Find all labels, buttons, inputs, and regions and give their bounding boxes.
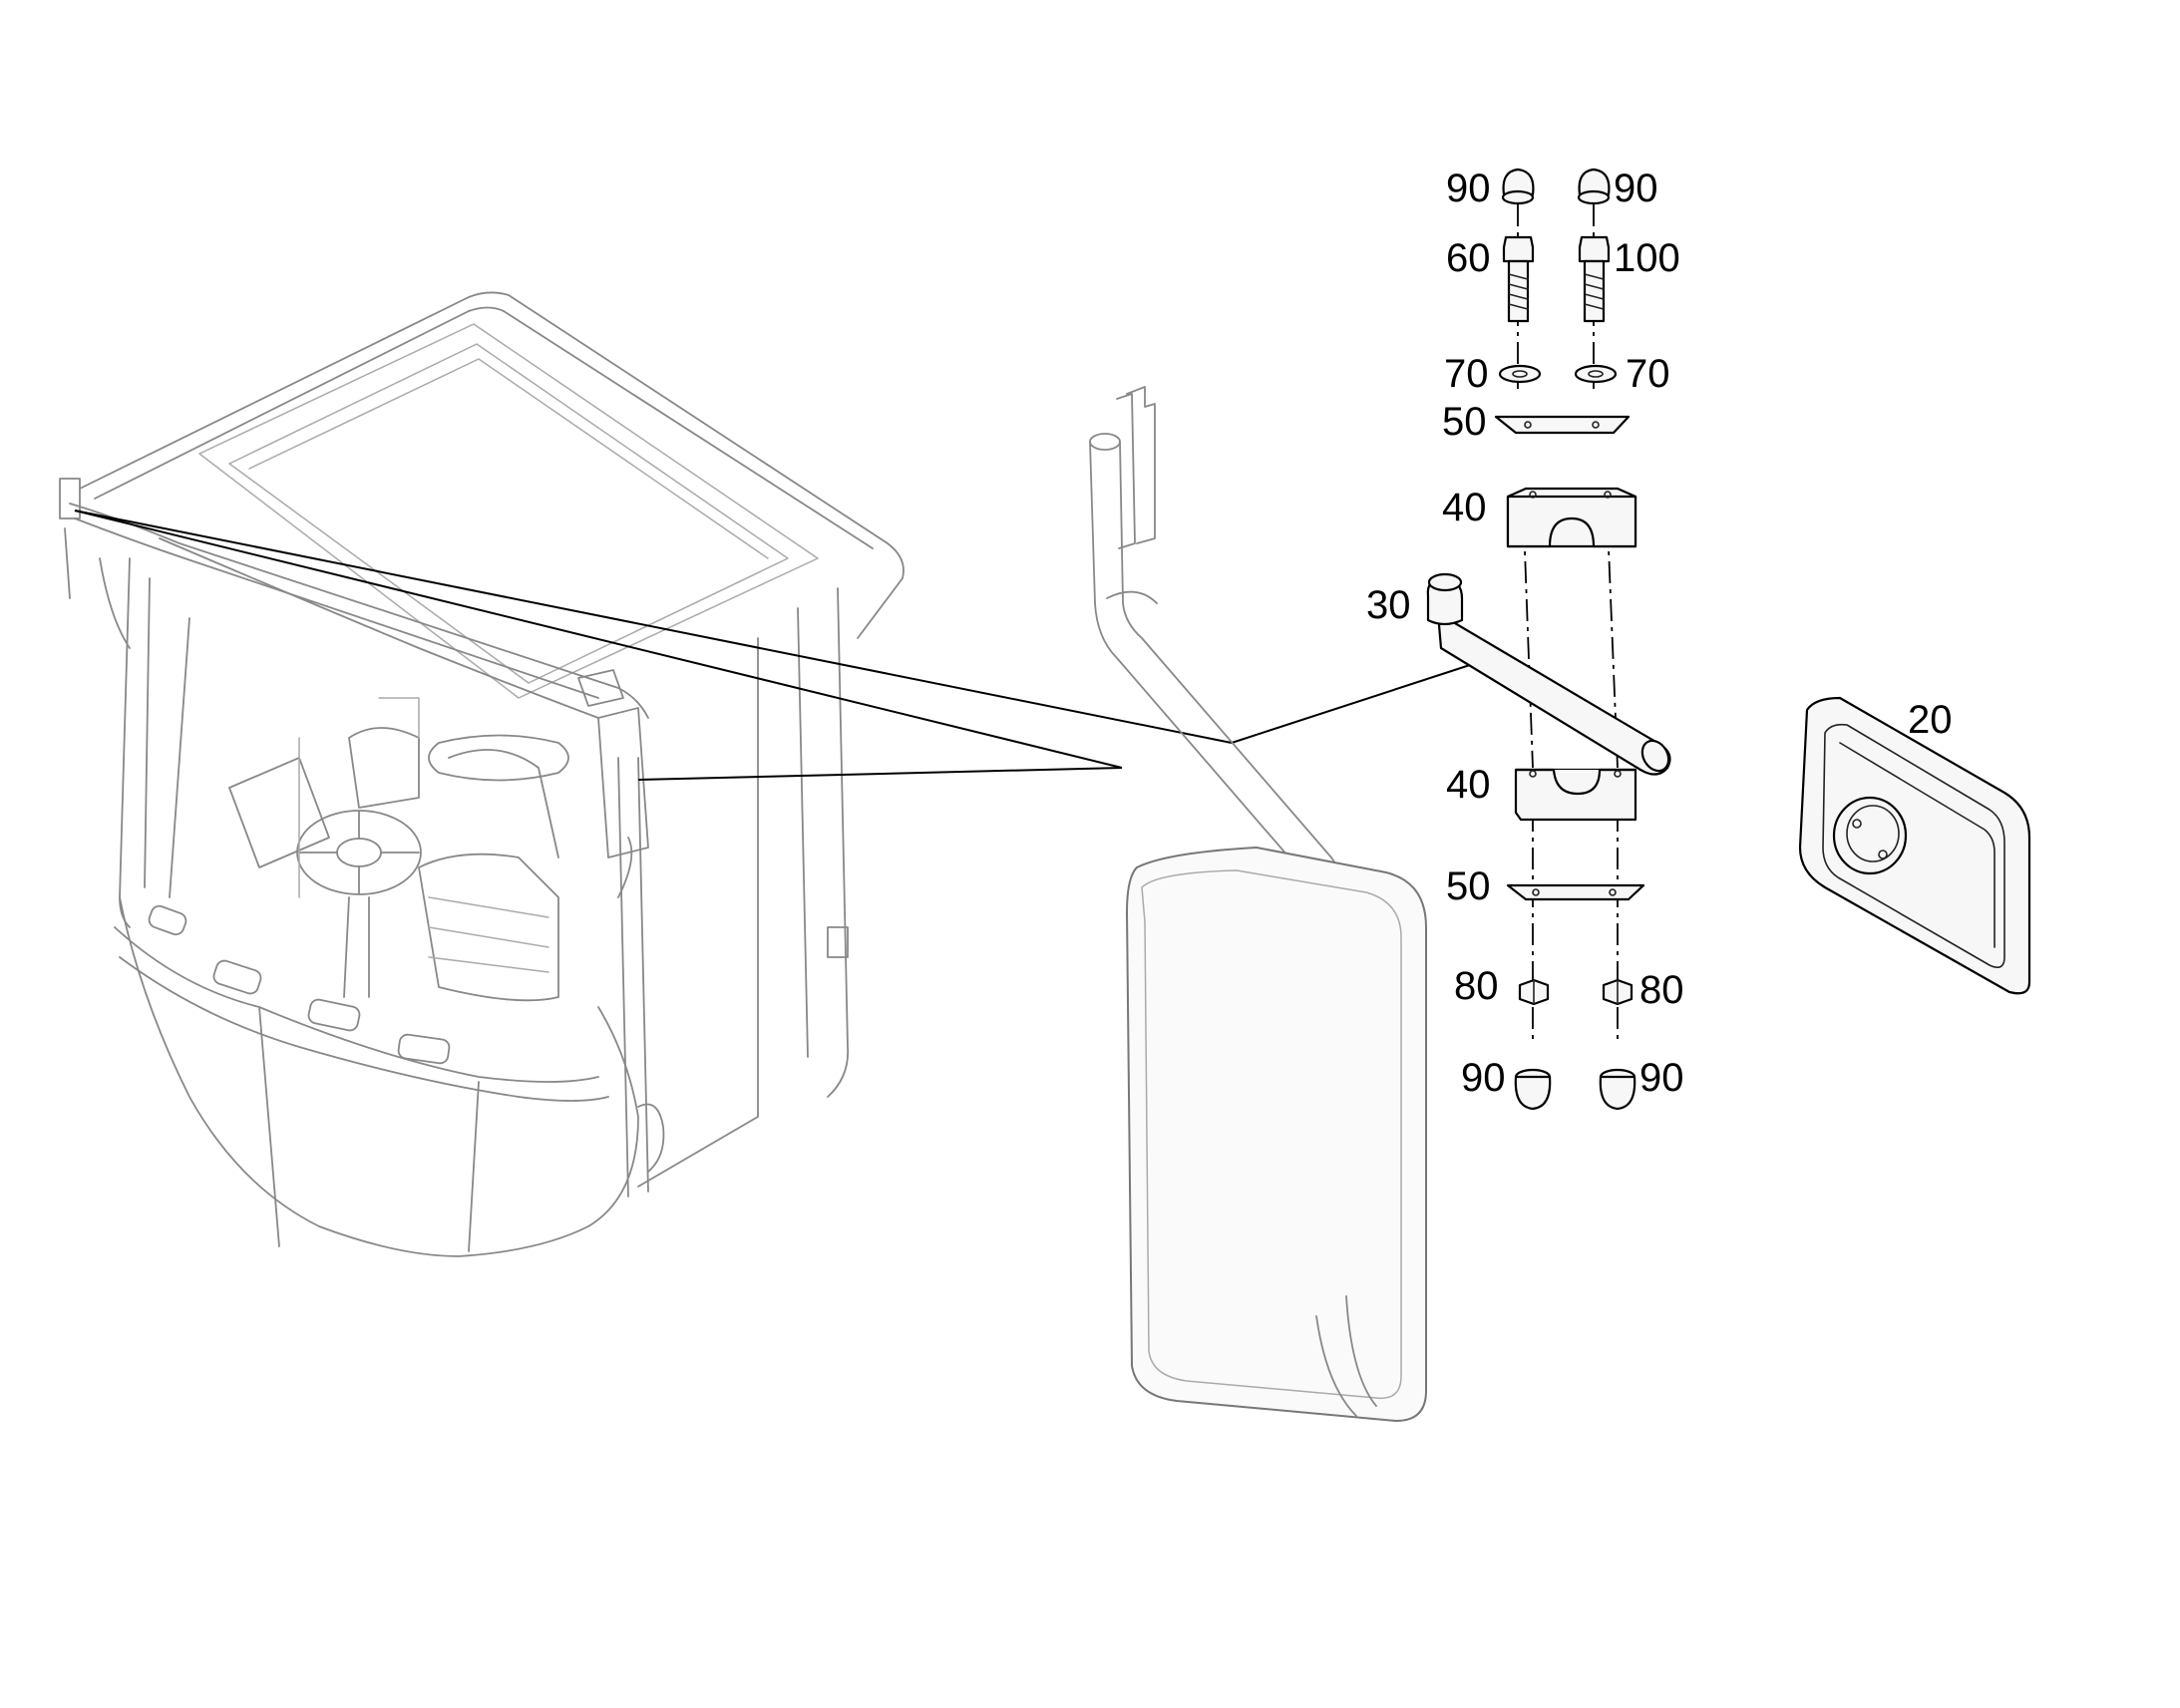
label-20: 20 [1908, 698, 1953, 742]
clamp-block-40-bottom [1514, 768, 1637, 822]
bolt-60 [1502, 235, 1535, 323]
plate-50-bottom [1506, 883, 1645, 901]
label-70-right: 70 [1626, 352, 1670, 396]
exploded-hardware [1426, 168, 1671, 1111]
label-90-bottom-left: 90 [1461, 1056, 1506, 1100]
hex-nut-80-left [1518, 978, 1550, 1006]
label-90-top-right: 90 [1614, 167, 1658, 210]
label-80-left: 80 [1454, 964, 1499, 1008]
cap-nut-90-top-right [1577, 168, 1611, 205]
lock-washer-70-right [1574, 364, 1618, 384]
label-50-top: 50 [1442, 400, 1487, 444]
leader-lines-cab [74, 510, 1477, 781]
label-30: 30 [1366, 583, 1411, 627]
label-90-top-left: 90 [1446, 167, 1491, 210]
cap-nut-90-bottom-left [1514, 1068, 1552, 1111]
lock-washer-70-left [1498, 364, 1542, 384]
label-40-top: 40 [1442, 486, 1487, 529]
hex-nut-80-right [1602, 978, 1634, 1006]
cap-nut-90-top-left [1501, 168, 1535, 205]
mirror-glass-20 [1798, 696, 2031, 995]
label-40-bottom: 40 [1446, 763, 1491, 807]
label-60: 60 [1446, 236, 1491, 280]
label-80-right: 80 [1639, 968, 1684, 1012]
label-100: 100 [1614, 236, 1680, 280]
label-70-left: 70 [1444, 352, 1489, 396]
pin-30 [1426, 572, 1671, 776]
label-90-bottom-right: 90 [1639, 1056, 1684, 1100]
plate-50-top [1494, 415, 1631, 435]
label-50-bottom: 50 [1446, 864, 1491, 908]
bolt-100 [1578, 235, 1611, 323]
part-number-labels: 90 90 60 100 70 70 50 40 30 40 50 80 80 … [1366, 167, 1953, 1100]
cap-nut-90-bottom-right [1599, 1068, 1636, 1111]
mirror-arm-assembly [1089, 386, 1427, 1422]
cab-assembly [59, 291, 905, 1257]
clamp-block-40-top [1506, 487, 1637, 548]
